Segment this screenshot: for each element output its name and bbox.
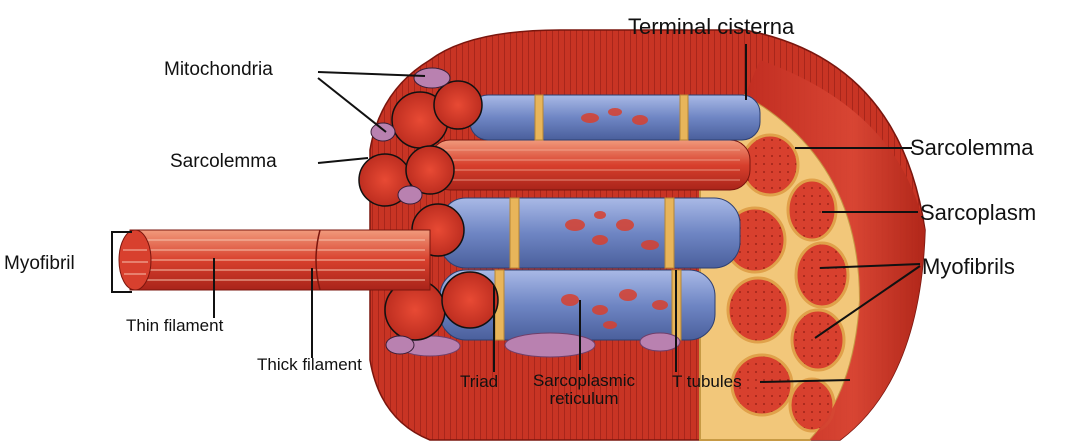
- mitochondrion-top: [414, 68, 450, 88]
- reticulum-middle: [440, 198, 740, 268]
- label-myofibrils-right: Myofibrils: [922, 254, 1015, 280]
- label-thick-filament: Thick filament: [257, 355, 362, 375]
- leader-mitochondria-1: [318, 72, 425, 76]
- mitochondrion-left-1: [371, 123, 395, 141]
- extracted-myofibril: [119, 230, 430, 290]
- label-sarcoplasm: Sarcoplasm: [920, 200, 1036, 226]
- label-sarcoplasmic-reticulum: Sarcoplasmic reticulum: [520, 372, 648, 408]
- reticulum-top: [470, 95, 760, 140]
- label-sarcolemma-left: Sarcolemma: [170, 151, 277, 173]
- label-sarcoplasmic-line2: reticulum: [520, 390, 648, 408]
- myofibril-band-upper: [430, 140, 750, 190]
- mitochondrion-left-3: [386, 336, 414, 354]
- label-sarcolemma-right: Sarcolemma: [910, 135, 1033, 161]
- myofibril-end-face: [119, 230, 151, 290]
- label-triad: Triad: [460, 372, 498, 392]
- mitochondrion-bottom-2: [640, 333, 680, 351]
- mitochondrion-left-2: [398, 186, 422, 204]
- label-thin-filament: Thin filament: [126, 316, 223, 336]
- label-mitochondria: Mitochondria: [164, 59, 273, 81]
- leader-mitochondria-2: [318, 78, 386, 132]
- mitochondrion-bottom-1: [505, 333, 595, 357]
- label-sarcoplasmic-line1: Sarcoplasmic: [520, 372, 648, 390]
- label-t-tubules: T tubules: [672, 372, 742, 392]
- label-myofibril: Myofibril: [4, 253, 75, 275]
- label-terminal-cisterna: Terminal cisterna: [628, 14, 794, 40]
- leader-sarcolemma-left: [318, 158, 368, 163]
